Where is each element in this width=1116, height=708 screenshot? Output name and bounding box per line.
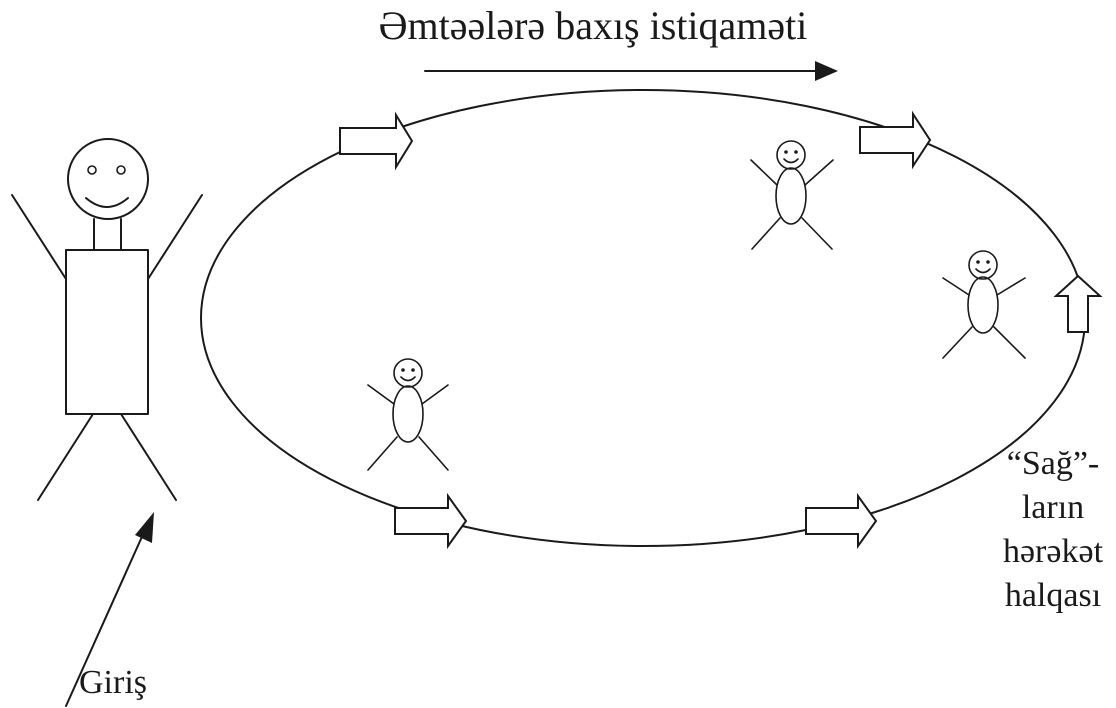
entry-arrow [65, 512, 154, 707]
ring-arrow-top-left [339, 111, 414, 171]
ring-arrow-bottom-left [394, 492, 468, 550]
ring-arrow-top-right [859, 110, 932, 170]
direction-arrow [424, 61, 838, 81]
small-person-figure-bottom [367, 358, 449, 471]
ring-label: “Sağ”- ların hərəkət halqası [990, 442, 1116, 618]
ring-label-line-2: ların [1021, 489, 1085, 526]
ring-label-line-4: halqası [1004, 577, 1102, 614]
ring-label-line-3: hərəkət [1002, 533, 1104, 570]
entry-label: Giriş [79, 664, 147, 701]
ring-label-line-1: “Sağ”- [1006, 445, 1100, 482]
ring-arrow-bottom-right [805, 492, 878, 550]
diagram-title: Əmtəələrə baxış istiqaməti [378, 3, 808, 48]
movement-ring [200, 89, 1086, 547]
ring-arrow-right-up [1053, 274, 1103, 333]
large-person-figure [11, 138, 203, 501]
small-person-figure-right [942, 250, 1026, 359]
small-person-figure-top [750, 140, 834, 250]
